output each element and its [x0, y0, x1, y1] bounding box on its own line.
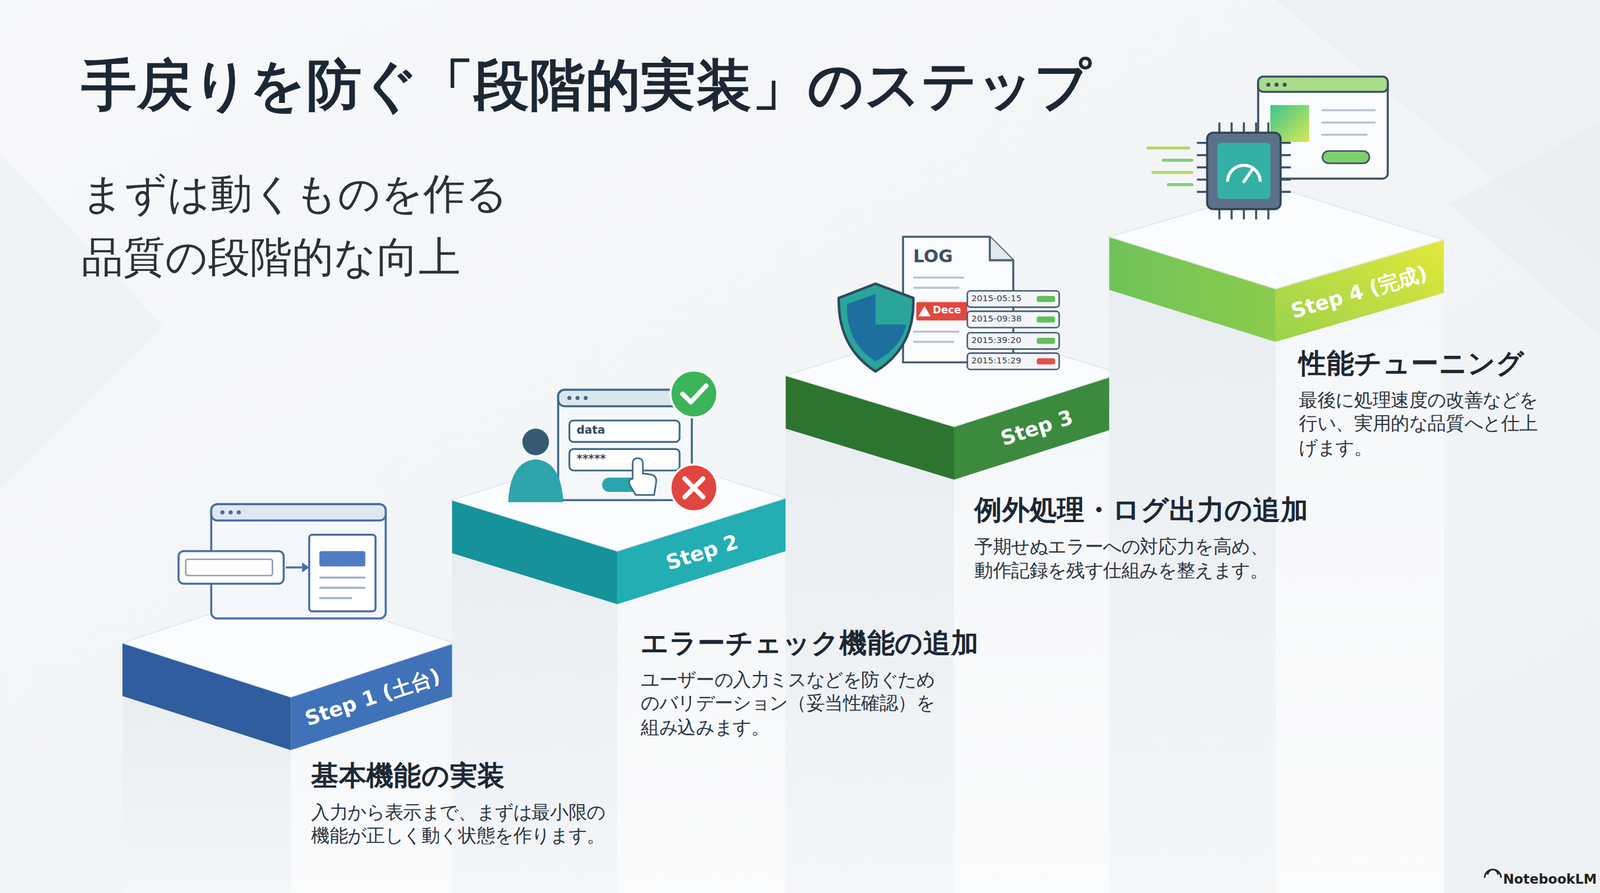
subtitle: 品質の段階的な向上 [81, 232, 460, 283]
bg-shape [1448, 122, 1600, 338]
step-heading: エラーチェック機能の追加 [640, 626, 979, 660]
log-time: 2015:39:20 [971, 334, 1022, 346]
step-label: Step 2 [662, 529, 741, 575]
step-pillar: Step 1 (土台) 基本機能の実装入力から表示まで、まずは最小限の機能が正しく… [122, 588, 638, 893]
step-label: Step 3 [997, 404, 1076, 451]
watermark-logo [1484, 869, 1502, 878]
performance-icon [1147, 76, 1388, 220]
step-pillar: Step 2エラーチェック機能の追加ユーザーの入力ミスなどを防ぐためのバリデーシ… [452, 447, 968, 893]
field-text: ***** [576, 452, 606, 466]
error-tag: Dece [932, 304, 962, 317]
watermark: NotebookLM [1502, 871, 1597, 888]
log-time: 2015-09:38 [971, 313, 1022, 324]
step-description: ユーザーの入力ミスなどを防ぐためのバリデーション（妥当性確認）を組み込みます。 [640, 667, 948, 739]
log-time: 2015-05:15 [971, 293, 1022, 304]
validation-icon [508, 370, 718, 512]
pillar-side [1275, 293, 1445, 893]
subtitle: まずは動くものを作る [81, 169, 509, 220]
step-label: Step 4 (完成) [1288, 260, 1431, 324]
step-heading: 例外処理・ログ出力の追加 [974, 494, 1309, 528]
field-text: data [576, 423, 606, 437]
step-heading: 基本機能の実装 [311, 759, 505, 793]
log-time: 2015:15:29 [971, 355, 1022, 366]
step-pillar: Step 4 (完成) 性能チューニング最後に処理速度の改善などを行い、実用的な品… [1109, 187, 1570, 893]
step-description: 最後に処理速度の改善などを行い、実用的な品質へと仕上げます。 [1298, 387, 1549, 460]
step-heading: 性能チューニング [1298, 347, 1525, 381]
slide-title: 手戻りを防ぐ「段階的実装」のステップ [81, 52, 1091, 120]
step-label: Step 1 (土台) [301, 663, 444, 731]
step-description: 予期せぬエラーへの対応力を高め、動作記録を残す仕組みを整えます。 [974, 534, 1281, 583]
input-output-icon [178, 504, 386, 619]
step-description: 入力から表示まで、まずは最小限の機能が正しく動く状態を作ります。 [311, 800, 618, 848]
step-pillar: Step 3例外処理・ログ出力の追加予期せぬエラーへの対応力を高め、動作記録を残… [785, 322, 1301, 893]
pillar-side [785, 428, 955, 893]
log-icon [838, 236, 1060, 372]
log-title: LOG [913, 245, 953, 267]
pillar-side [1109, 290, 1276, 893]
